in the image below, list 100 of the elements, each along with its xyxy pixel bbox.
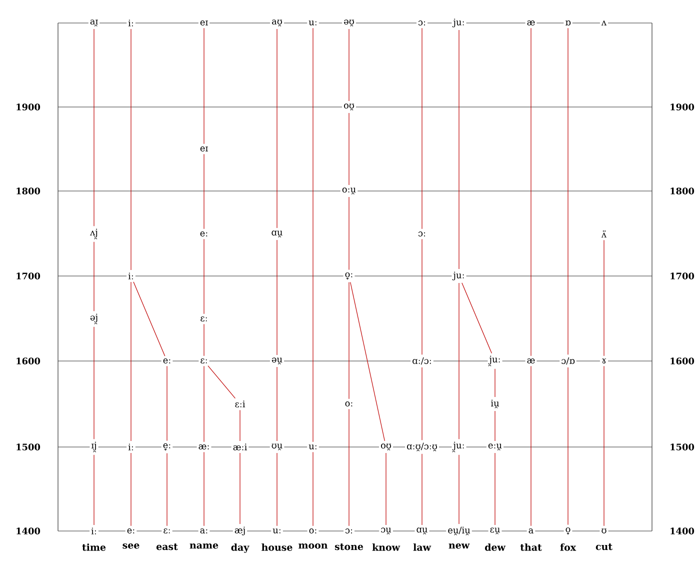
- ipa-label: a: [526, 528, 536, 534]
- ipa-label: ʊu̯: [270, 442, 284, 452]
- sound-change-line: [494, 452, 496, 526]
- year-label: 1800: [16, 188, 40, 194]
- sound-change-line: [530, 366, 532, 526]
- sound-change-line: [166, 366, 168, 442]
- ipa-label: ɛːi: [233, 400, 247, 408]
- year-label: 1900: [670, 104, 694, 110]
- ipa-label: uː: [307, 20, 319, 26]
- ipa-label: ɛː: [162, 528, 172, 534]
- sound-change-line: [276, 240, 278, 356]
- ipa-label: uː: [307, 444, 319, 450]
- ipa-label: ɔː: [416, 20, 428, 26]
- ipa-label: æ: [525, 358, 537, 364]
- ipa-label: ʌ̈: [600, 230, 608, 238]
- ipa-label: əj̯: [88, 312, 100, 326]
- sound-change-line: [276, 452, 278, 526]
- year-label: 1500: [670, 444, 694, 450]
- ipa-label: oʊ̯: [342, 102, 356, 112]
- ipa-label: juː: [452, 18, 466, 28]
- ipa-label: æ: [525, 20, 537, 26]
- ipa-label: oː: [343, 400, 355, 408]
- sound-change-line: [458, 454, 460, 524]
- sound-change-line: [312, 452, 314, 526]
- ipa-label: eɪ: [198, 146, 210, 152]
- ipa-label: əʊ̯: [342, 18, 356, 28]
- year-label: 1600: [670, 358, 694, 364]
- ipa-label: ɪj̯: [90, 440, 98, 454]
- year-label: 1700: [670, 272, 694, 280]
- ipa-label: iː: [126, 272, 136, 280]
- ipa-label: æːi: [231, 442, 249, 452]
- ipa-label: ʌ: [600, 20, 608, 26]
- ipa-label: eɪ: [198, 20, 210, 26]
- ipa-label: eu̯/iu̯: [446, 526, 472, 536]
- sound-change-line: [494, 368, 496, 398]
- year-label: 1900: [16, 104, 40, 110]
- sound-change-line: [130, 282, 132, 442]
- ipa-label: eː: [198, 230, 210, 238]
- sound-change-line: [166, 452, 168, 526]
- ipa-label: oː: [307, 528, 319, 534]
- ipa-label: ɛu̯: [488, 526, 502, 536]
- sound-change-line: [276, 366, 278, 442]
- ipa-label: oʊ̯: [379, 442, 393, 452]
- year-label: 1700: [16, 272, 40, 280]
- year-label: 1400: [16, 528, 40, 534]
- ipa-label: e̞ː: [161, 442, 173, 452]
- ipa-label: ɔu̯: [379, 526, 393, 536]
- ipa-label: əu̯: [270, 356, 284, 366]
- year-label: 1400: [670, 528, 694, 534]
- ipa-label: ɑːʊ̯/ɔːʊ̯: [405, 442, 439, 452]
- word-label: house: [262, 544, 292, 551]
- sound-change-line: [133, 282, 166, 356]
- sound-change-line: [348, 408, 350, 526]
- sound-change-line: [462, 282, 492, 354]
- sound-change-line: [348, 282, 350, 400]
- ipa-label: ɑu̯: [414, 526, 430, 536]
- sound-change-line: [458, 30, 460, 270]
- ipa-label: uː: [271, 528, 283, 534]
- sound-change-line: [458, 282, 460, 440]
- ipa-label: ɔː: [416, 230, 428, 238]
- word-label: fox: [560, 544, 576, 551]
- ipa-label: eː: [161, 358, 173, 364]
- ipa-label: ɛː: [198, 316, 210, 322]
- year-label: 1800: [670, 188, 694, 194]
- ipa-label: o̞ː: [343, 271, 355, 281]
- ipa-label: juː: [452, 270, 466, 282]
- ipa-label: iː: [126, 442, 136, 452]
- ipa-label: ʊ: [600, 528, 608, 534]
- ipa-label: ɑu̯: [270, 230, 284, 238]
- word-label: time: [82, 544, 106, 551]
- ipa-label: ɤ: [600, 358, 608, 364]
- ipa-label: ɔ/ɒ: [560, 356, 576, 366]
- word-label: new: [448, 544, 470, 549]
- sound-change-line: [276, 28, 278, 228]
- sound-change-line: [348, 112, 350, 186]
- ipa-label: o̞: [564, 526, 572, 536]
- ipa-label: eː: [125, 528, 137, 534]
- sound-change-line: [348, 196, 350, 270]
- sound-change-line: [130, 452, 132, 526]
- word-label: cut: [596, 544, 612, 550]
- sound-change-line: [348, 28, 350, 102]
- ipa-label: ɒ: [564, 20, 572, 26]
- ipa-label: aː: [198, 528, 210, 534]
- word-label: day: [231, 544, 250, 553]
- sound-change-line: [312, 28, 314, 442]
- ipa-label: iː: [126, 18, 136, 28]
- ipa-label: iu̯: [489, 398, 501, 410]
- word-label: see: [122, 544, 140, 549]
- word-label: law: [413, 544, 432, 551]
- ipa-label: æː: [196, 444, 212, 450]
- sound-change-line: [350, 282, 385, 442]
- word-label: dew: [485, 544, 506, 551]
- word-label: name: [190, 544, 218, 549]
- ipa-label: ɔː: [344, 528, 355, 534]
- ipa-label: j̯uː: [452, 440, 466, 454]
- ipa-label: iː: [90, 526, 98, 536]
- ipa-label: ʌj̯: [88, 228, 100, 240]
- sound-change-line: [130, 28, 132, 270]
- year-label: 1600: [16, 358, 40, 364]
- ipa-label: eːu̯: [486, 442, 504, 452]
